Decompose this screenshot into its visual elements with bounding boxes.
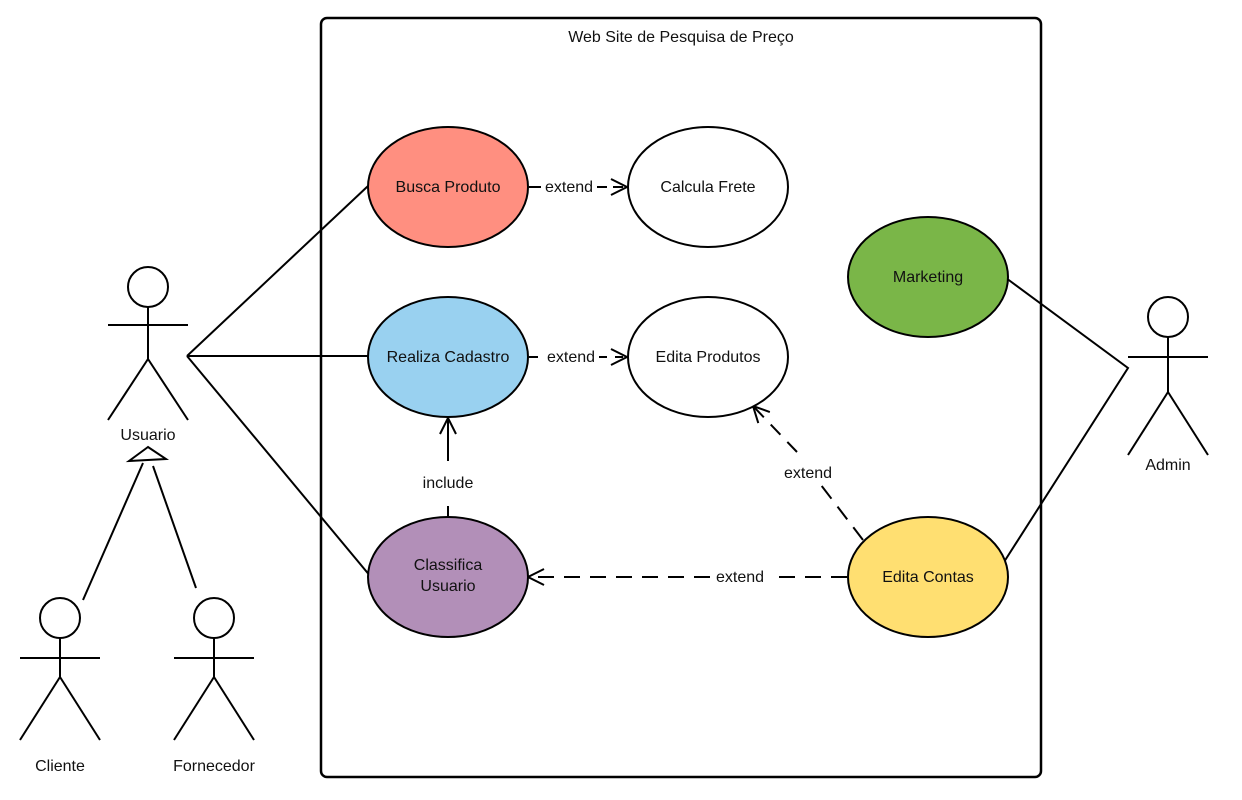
relation-segment	[820, 484, 864, 541]
generalization-cliente-usuario[interactable]	[82, 462, 144, 601]
actor-fornecedor[interactable]: Fornecedor	[173, 597, 256, 775]
actor-label: Cliente	[35, 758, 85, 775]
use-case-edita-contas[interactable]: Edita Contas	[847, 516, 1009, 638]
use-case-label: Busca Produto	[396, 179, 501, 196]
actor-figure-icon	[1127, 296, 1209, 456]
use-case-ellipse	[367, 296, 529, 418]
use-case-label: Realiza Cadastro	[387, 349, 510, 366]
relation-busca-produto-extend-calcula-frete[interactable]: extend	[529, 179, 627, 196]
relation-label: extend	[545, 179, 593, 196]
use-case-calcula-frete[interactable]: Calcula Frete	[627, 126, 789, 248]
use-case-ellipse	[847, 516, 1009, 638]
relation-realiza-cadastro-extend-edita-produtos[interactable]: extend	[529, 349, 627, 366]
use-case-ellipse	[367, 126, 529, 248]
relation-arrow	[753, 406, 798, 453]
actor-admin[interactable]: Admin	[1127, 296, 1209, 474]
actor-usuario[interactable]: Usuario	[107, 266, 189, 444]
generalization-arrowhead	[125, 445, 170, 463]
actor-label: Usuario	[120, 427, 175, 444]
actor-cliente[interactable]: Cliente	[19, 597, 101, 775]
association-usuario-classifica-usuario[interactable]	[186, 355, 372, 578]
generalization-fornecedor-usuario[interactable]	[152, 465, 197, 589]
actor-label: Fornecedor	[173, 758, 255, 775]
actor-figure-icon	[107, 266, 189, 421]
system-title: Web Site de Pesquisa de Preço	[568, 29, 794, 46]
association-admin-use-cases[interactable]	[1003, 277, 1130, 563]
use-case-ellipse	[847, 216, 1009, 338]
use-case-label: Edita Contas	[882, 569, 974, 586]
use-case-label-line1: Classifica	[414, 557, 483, 574]
use-case-label: Edita Produtos	[656, 349, 761, 366]
use-case-marketing[interactable]: Marketing	[847, 216, 1009, 338]
use-case-classifica-usuario[interactable]: Classifica Usuario	[367, 516, 529, 638]
use-case-edita-produtos[interactable]: Edita Produtos	[627, 296, 789, 418]
actor-label: Admin	[1145, 457, 1190, 474]
use-case-label: Marketing	[893, 269, 963, 286]
actor-figure-icon	[173, 597, 255, 741]
relation-label: include	[423, 475, 474, 492]
use-case-ellipse	[367, 516, 529, 638]
relation-label: extend	[716, 569, 764, 586]
use-case-ellipse	[627, 296, 789, 418]
use-case-label-line2: Usuario	[420, 578, 475, 595]
relation-edita-contas-extend-edita-produtos[interactable]: extend	[753, 406, 864, 541]
relation-label: extend	[784, 465, 832, 482]
use-case-realiza-cadastro[interactable]: Realiza Cadastro	[367, 296, 529, 418]
relation-edita-contas-extend-classifica-usuario[interactable]: extend	[528, 569, 847, 586]
use-case-ellipse	[627, 126, 789, 248]
use-case-busca-produto[interactable]: Busca Produto	[367, 126, 529, 248]
relation-label: extend	[547, 349, 595, 366]
association-usuario-busca-produto[interactable]	[186, 185, 369, 357]
use-case-label: Calcula Frete	[660, 179, 755, 196]
actor-figure-icon	[19, 597, 101, 741]
